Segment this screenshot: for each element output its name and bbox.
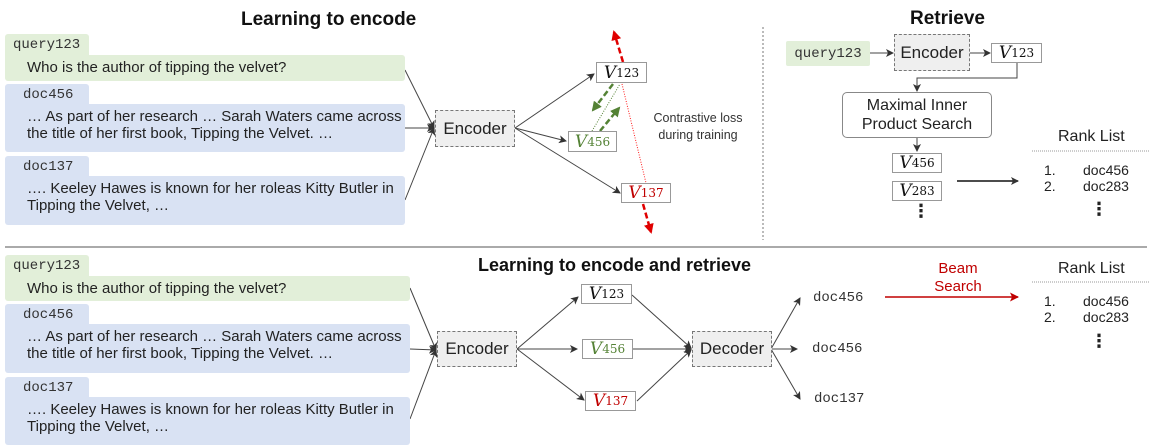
bottom-doc137-line1: …. Keeley Hawes is known for her roleas … (27, 401, 394, 418)
result-ellipsis: ⋮ (912, 201, 930, 221)
decoder-output-2: doc456 (812, 341, 863, 357)
ranklist-bottom-doc2: doc283 (1083, 309, 1129, 325)
positive-pair-line (591, 83, 621, 132)
pull-arrow-down (591, 83, 614, 112)
mips-box: Maximal Inner Product Search (842, 92, 992, 138)
ranklist-top-rank1: 1. (1044, 162, 1056, 178)
annotation-line1: Contrastive loss (653, 111, 743, 125)
mips-line1: Maximal Inner (866, 97, 968, 114)
bottom-doc137-id-tag: doc137 (5, 377, 89, 399)
doc137-id-tag: doc137 (5, 156, 89, 178)
ranklist-bottom-ellipsis: ⋮ (1090, 331, 1108, 351)
annotation-line2: during training (658, 128, 738, 142)
arrow-v123-to-decoder (631, 294, 692, 349)
ranklist-top-doc2: doc283 (1083, 178, 1129, 194)
encoder-box: Encoder (435, 110, 515, 147)
mips-line2: Product Search (861, 116, 973, 133)
title-retrieve: Retrieve (910, 8, 985, 29)
title-learning-to-encode-and-retrieve: Learning to encode and retrieve (478, 255, 752, 275)
arrow-encoder-to-v456 (514, 127, 567, 144)
bottom-doc456-line2: the title of her first book, Tipping the… (27, 345, 333, 362)
bottom-doc137-line2: Tipping the Velvet, … (27, 418, 170, 435)
bottom-doc456-text: … As part of her research … Sarah Waters… (5, 324, 410, 373)
bottom-query-text: Who is the author of tipping the velvet? (5, 276, 410, 301)
arrow-v137-to-decoder (636, 349, 692, 402)
contrastive-loss-annotation: Contrastive loss during training (648, 110, 748, 144)
decoder-box: Decoder (692, 331, 772, 367)
doc456-line1: … As part of her research … Sarah Waters… (27, 108, 402, 125)
ranklist-top-ellipsis: ⋮ (1090, 199, 1108, 219)
arrow-doc456-to-encoder-bottom (409, 345, 437, 354)
beam-search-label: Beam Search (918, 260, 998, 296)
ranklist-bottom-rank2: 2. (1044, 309, 1056, 325)
beam-line2: Search (934, 278, 982, 295)
arrow-encoder-to-v137 (514, 127, 621, 194)
retrieve-encoder-box: Encoder (894, 34, 970, 71)
bottom-query-id-tag: query123 (5, 255, 89, 277)
ranklist-title-top: Rank List (1058, 128, 1125, 145)
retrieve-query-id: query123 (786, 41, 870, 66)
arrow-query-to-encoder-bottom (409, 287, 437, 351)
arrow-query-to-encoder (404, 69, 435, 129)
ranklist-bottom-doc1: doc456 (1083, 293, 1129, 309)
pull-arrow-up (599, 106, 621, 132)
ranklist-title-bottom: Rank List (1058, 260, 1125, 277)
arrow-encoder-to-v123 (514, 73, 595, 129)
bottom-doc456-line1: … As part of her research … Sarah Waters… (27, 328, 402, 345)
beam-line1: Beam (938, 260, 978, 277)
push-arrow-up (611, 30, 625, 63)
arrow-encoder-to-v137-bottom (516, 348, 585, 401)
doc137-text: …. Keeley Hawes is known for her roleas … (5, 176, 405, 225)
doc456-id-tag: doc456 (5, 84, 89, 106)
ranklist-top-doc1: doc456 (1083, 162, 1129, 178)
arrow-doc137-to-encoder (404, 127, 436, 201)
decoder-output-3: doc137 (814, 391, 865, 407)
query-text: Who is the author of tipping the velvet? (5, 55, 405, 81)
bottom-doc137-text: …. Keeley Hawes is known for her roleas … (5, 397, 410, 445)
arrow-v123-to-mips (913, 63, 1018, 92)
title-learning-to-encode: Learning to encode (241, 9, 417, 30)
ranklist-top-rank2: 2. (1044, 178, 1056, 194)
arrow-encoder-to-v123-bottom (516, 296, 579, 350)
push-arrow-down (641, 203, 654, 234)
bottom-encoder-box: Encoder (437, 331, 517, 367)
query-id-tag: query123 (5, 34, 89, 56)
doc456-line2: the title of her first book, Tipping the… (27, 125, 333, 142)
doc137-line2: Tipping the Velvet, … (27, 197, 170, 214)
ranklist-bottom-rank1: 1. (1044, 293, 1056, 309)
doc456-text: … As part of her research … Sarah Waters… (5, 104, 405, 152)
bottom-doc456-id-tag: doc456 (5, 304, 89, 326)
arrow-decoder-to-out3 (770, 348, 801, 400)
negative-pair-line (621, 83, 647, 184)
decoder-output-1: doc456 (813, 290, 864, 306)
arrow-decoder-to-out1 (770, 297, 801, 350)
doc137-line1: …. Keeley Hawes is known for her roleas … (27, 180, 394, 197)
arrow-doc137-to-encoder-bottom (409, 349, 438, 420)
